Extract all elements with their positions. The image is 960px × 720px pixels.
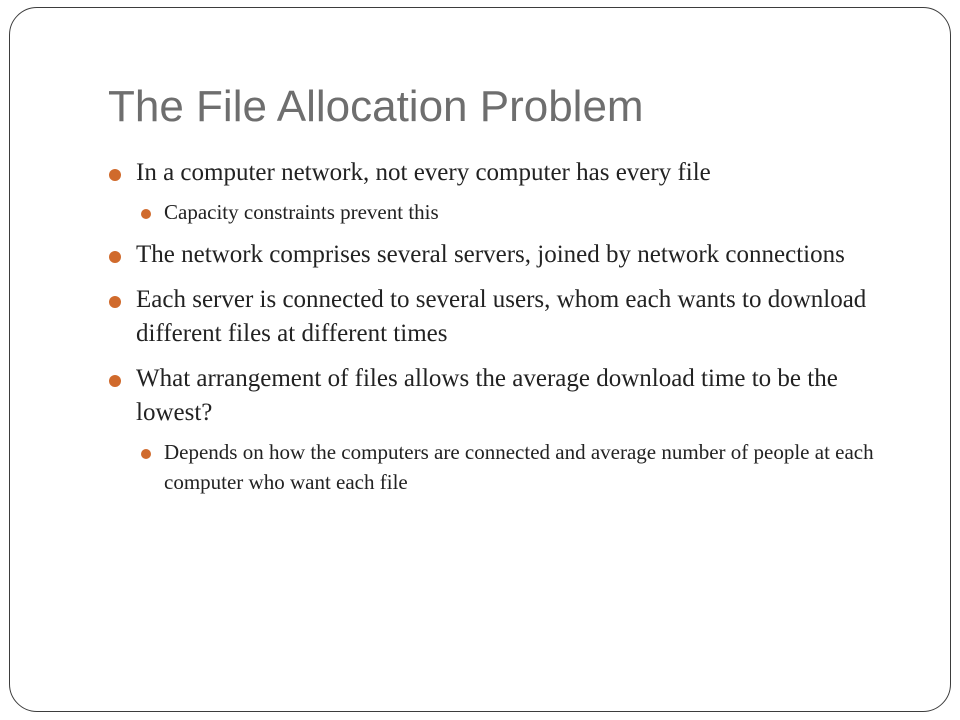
sub-bullet-text: Capacity constraints prevent this [164,200,439,224]
sub-bullet-item: Depends on how the computers are connect… [104,437,904,497]
bullet-item: In a computer network, not every compute… [104,156,904,190]
slide-title: The File Allocation Problem [108,82,644,131]
bullet-dot-icon [109,296,121,308]
bullet-text: The network comprises several servers, j… [136,241,845,268]
bullet-item: Each server is connected to several user… [104,283,904,351]
bullet-dot-icon [141,449,151,459]
sub-bullet-text: Depends on how the computers are connect… [164,440,874,494]
bullet-dot-icon [109,169,121,181]
bullet-item: What arrangement of files allows the ave… [104,362,904,430]
bullet-dot-icon [141,209,151,219]
bullet-dot-icon [109,375,121,387]
sub-bullet-item: Capacity constraints prevent this [104,197,904,227]
bullet-list: In a computer network, not every compute… [104,156,904,508]
bullet-text: What arrangement of files allows the ave… [136,365,838,426]
bullet-text: In a computer network, not every compute… [136,159,711,186]
slide-frame [9,7,951,712]
bullet-text: Each server is connected to several user… [136,286,867,347]
bullet-item: The network comprises several servers, j… [104,238,904,272]
bullet-dot-icon [109,251,121,263]
